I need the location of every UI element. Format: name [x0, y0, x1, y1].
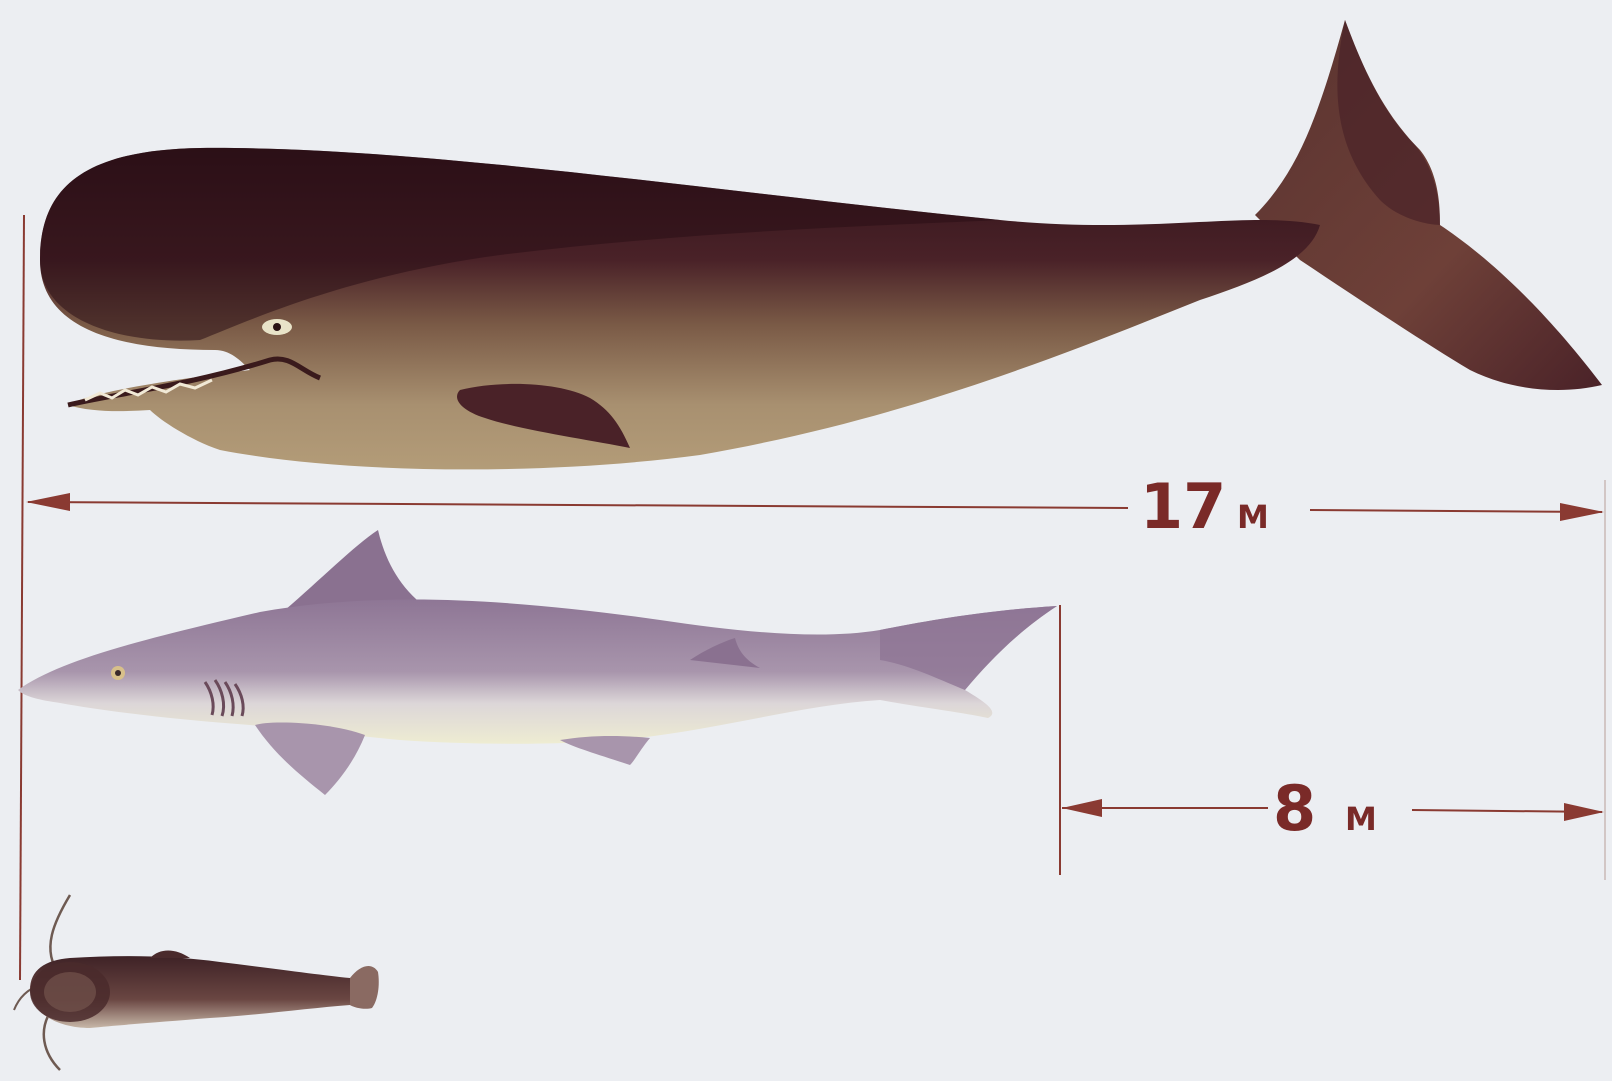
catfish-icon — [14, 895, 379, 1070]
shark-difference-number: 8 — [1273, 772, 1316, 845]
shark-difference-dimension: 8 M — [1062, 772, 1604, 845]
left-reference-line — [20, 215, 24, 980]
whale-length-dimension: 17 M — [26, 470, 1604, 543]
shark-difference-unit: M — [1345, 800, 1377, 838]
whale-length-number: 17 — [1140, 470, 1226, 543]
arrowhead-left-icon — [1062, 799, 1102, 817]
arrowhead-right-icon — [1564, 803, 1604, 821]
shark-icon — [18, 530, 1057, 795]
sperm-whale-icon — [40, 20, 1602, 469]
arrowhead-left-icon — [26, 493, 70, 511]
whale-length-unit: M — [1237, 498, 1269, 536]
arrowhead-right-icon — [1560, 503, 1604, 521]
